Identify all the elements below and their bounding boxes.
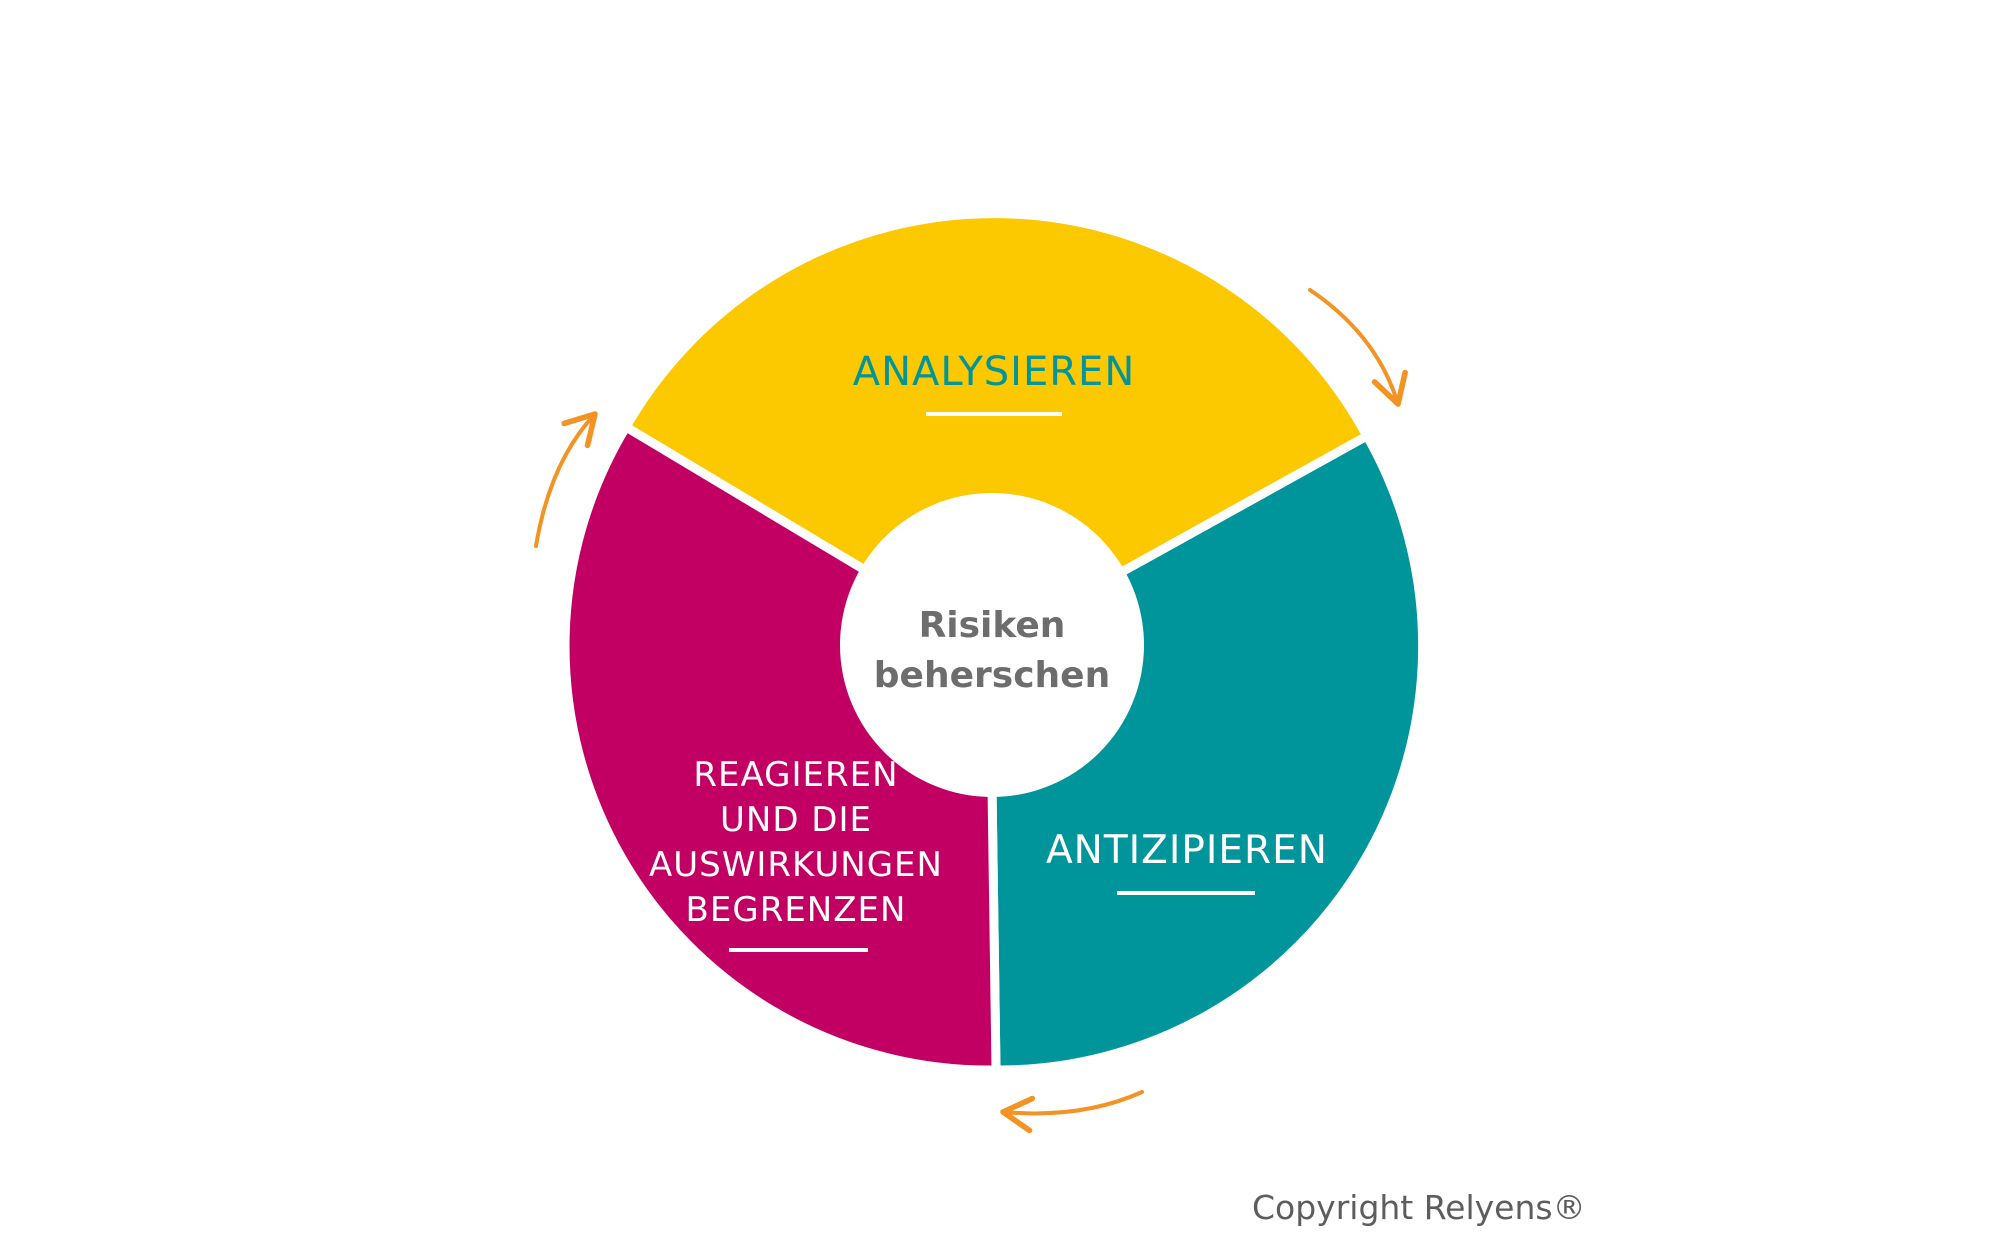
label-reagieren-line4: BEGRENZEN: [686, 890, 907, 930]
cycle-arrow-left-icon: [534, 411, 598, 548]
center-circle: [840, 493, 1144, 797]
center-label-line2: beherschen: [874, 655, 1110, 696]
copyright-text: Copyright Relyens®: [1252, 1188, 1586, 1227]
label-reagieren-line3: AUSWIRKUNGEN: [649, 845, 943, 885]
center-label-line1: Risiken: [919, 605, 1066, 646]
label-analysieren: ANALYSIEREN: [853, 349, 1136, 395]
cycle-arrow-top-right-icon: [1308, 288, 1408, 407]
label-antizipieren: ANTIZIPIEREN: [1046, 828, 1328, 873]
cycle-arrow-bottom-icon: [1000, 1090, 1144, 1134]
label-reagieren-line2: UND DIE: [720, 800, 872, 840]
label-reagieren-line1: REAGIEREN: [693, 755, 898, 795]
